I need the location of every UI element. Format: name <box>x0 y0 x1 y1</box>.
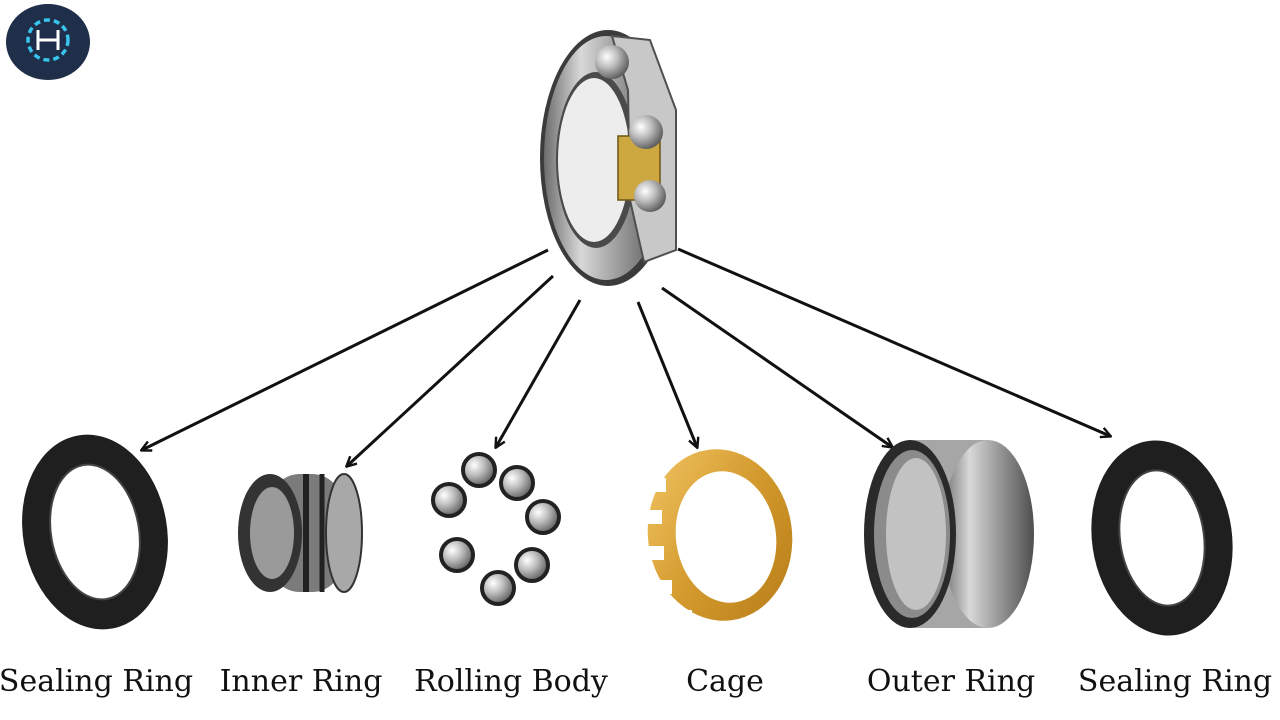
arrow-to-sealing-ring-right <box>677 247 1110 436</box>
label-sealing-ring-left: Sealing Ring <box>0 664 194 699</box>
bearing-ball <box>595 45 629 79</box>
arrow-to-sealing-ring-left <box>142 248 549 450</box>
sealing-ring-icon <box>1091 440 1233 636</box>
rolling-balls-icon <box>431 452 561 606</box>
label-inner-ring: Inner Ring <box>219 664 383 699</box>
arrow-to-rolling-body <box>496 299 582 447</box>
label-rolling-body: Rolling Body <box>414 664 608 699</box>
arrows <box>142 247 1110 466</box>
rolling-ball <box>525 499 561 535</box>
outer-ring-icon <box>864 440 1034 628</box>
label-outer-ring: Outer Ring <box>866 664 1036 699</box>
label-cage: Cage <box>686 664 764 699</box>
bearing-ball <box>629 115 663 149</box>
wrench-gear-icon <box>26 18 70 62</box>
bearing-ball <box>634 180 666 212</box>
rolling-ball <box>514 547 550 583</box>
rolling-ball <box>431 482 467 518</box>
logo <box>6 4 90 80</box>
arrow-to-cage <box>636 301 697 447</box>
rolling-ball <box>499 465 535 501</box>
inner-ring-icon <box>238 473 363 593</box>
rolling-ball <box>480 570 516 606</box>
arrow-to-outer-ring <box>661 286 892 447</box>
label-sealing-ring-right: Sealing Ring <box>1077 664 1273 699</box>
bearing-cutaway <box>540 30 677 286</box>
sealing-ring-icon <box>22 434 168 630</box>
rolling-ball <box>439 537 475 573</box>
rolling-ball <box>461 452 497 488</box>
cage-icon <box>646 449 793 622</box>
arrow-to-inner-ring <box>347 274 555 466</box>
